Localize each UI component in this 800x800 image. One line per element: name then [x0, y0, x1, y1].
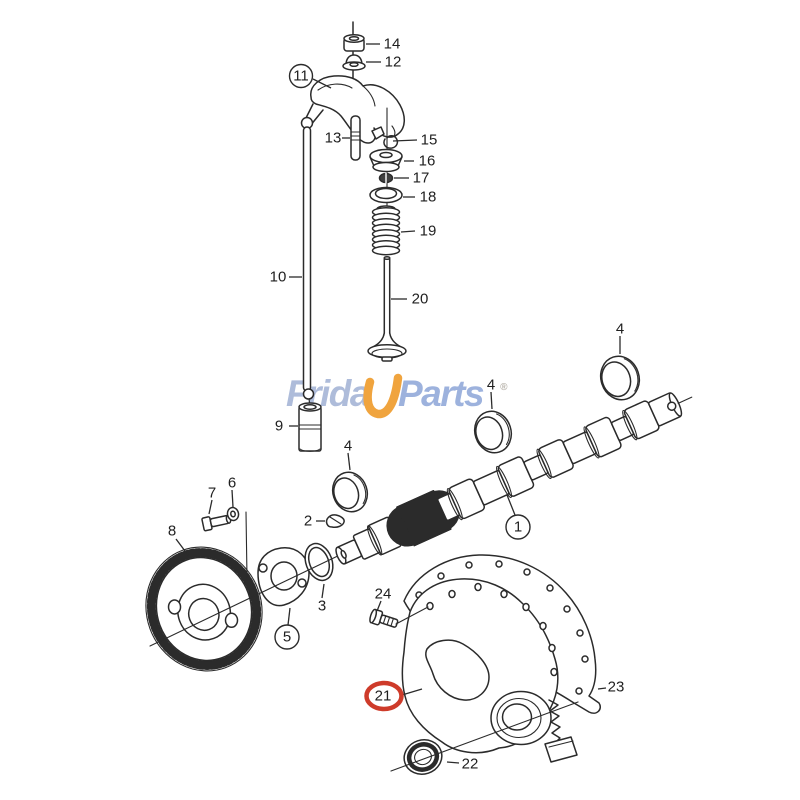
- part-label-4c: 4: [616, 321, 624, 338]
- part-13-adjust-screw: [350, 115, 361, 161]
- cover-axis-line: [390, 701, 579, 772]
- watermark-parts-text: Parts: [398, 373, 484, 414]
- part-label-16: 16: [419, 153, 436, 170]
- part-12-ball-seat: [342, 54, 366, 71]
- part-6-washer: [226, 506, 240, 522]
- leader-line: [597, 687, 607, 690]
- gear-teeth: [146, 548, 262, 670]
- callout-circle-11: [288, 63, 314, 89]
- part-19-valve-spring: [371, 205, 401, 256]
- callout-circle-5: [274, 624, 300, 650]
- part-22-oil-seal: [403, 739, 443, 775]
- leader-line: [347, 452, 351, 471]
- leader-line: [490, 391, 493, 410]
- part-label-10: 10: [270, 269, 287, 286]
- part-label-23: 23: [608, 679, 625, 696]
- part-label-1: 1: [514, 519, 522, 536]
- part-17-valve-keepers: [378, 172, 394, 184]
- highlight-ellipse-21: [364, 680, 404, 712]
- part-label-12: 12: [385, 54, 402, 71]
- part-label-15: 15: [421, 132, 438, 149]
- leader-line: [287, 607, 291, 626]
- callout-circle-1: [505, 514, 531, 540]
- part-label-13: 13: [325, 130, 342, 147]
- watermark: Frida Parts ®: [286, 373, 508, 419]
- part-2-woodruff-key: [325, 514, 345, 528]
- cover-opening: [425, 639, 490, 701]
- watermark-registered-mark: ®: [500, 382, 508, 393]
- part-11-rocker-arm: [303, 75, 405, 144]
- washer-leader-line: [245, 511, 248, 579]
- part-label-3: 3: [318, 598, 326, 615]
- leader-line: [376, 600, 382, 612]
- part-14-adjust-nut: [343, 33, 365, 52]
- leader-line: [321, 583, 325, 599]
- leader-lines: [175, 43, 621, 764]
- leader-line: [231, 489, 234, 508]
- part-label-20: 20: [412, 291, 429, 308]
- leader-line: [506, 494, 516, 516]
- callouts: 14 12 11 13 15 16 17 18 19 20 10 9 4 4 4…: [168, 36, 625, 773]
- part-label-7: 7: [208, 485, 216, 502]
- part-label-5: 5: [283, 629, 291, 646]
- part-20-valve: [367, 255, 407, 362]
- part-21-timing-cover: [401, 578, 578, 763]
- part-10-pushrod: [300, 116, 315, 400]
- part-label-22: 22: [462, 756, 479, 773]
- part-18-spring-seat: [369, 186, 403, 204]
- part-8-camshaft-gear: [145, 546, 263, 672]
- camshaft-gear-teeth: [386, 489, 462, 547]
- watermark-y-swoosh-icon: [363, 373, 403, 419]
- cover-bottom-tab: [544, 736, 578, 763]
- part-label-8: 8: [168, 523, 176, 540]
- part-15-valve-keeper-clip: [371, 126, 399, 149]
- part-label-2: 2: [304, 513, 312, 530]
- part-label-14: 14: [384, 36, 401, 53]
- part-24-cover-bolt: [369, 608, 399, 628]
- part-label-11: 11: [293, 68, 309, 85]
- part-label-19: 19: [420, 223, 437, 240]
- part-5-thrust-flange: [257, 547, 310, 607]
- bolt-leader-line: [395, 606, 429, 625]
- part-4-bearing-right: [599, 355, 641, 401]
- part-3-ring: [304, 542, 334, 582]
- leader-line: [392, 139, 418, 142]
- leader-line: [208, 499, 213, 515]
- leader-line: [401, 688, 423, 696]
- part-label-4b: 4: [487, 377, 495, 394]
- part-label-4a: 4: [344, 438, 352, 455]
- part-label-21: 21: [375, 688, 392, 705]
- part-4-bearing-middle: [473, 410, 513, 454]
- part-label-18: 18: [420, 189, 437, 206]
- leader-line: [400, 230, 416, 233]
- part-label-6: 6: [228, 475, 236, 492]
- part-label-24: 24: [375, 586, 392, 603]
- leader-line: [175, 538, 189, 556]
- leader-line: [312, 78, 332, 89]
- leader-line: [446, 761, 460, 764]
- gear-axis-line: [149, 552, 345, 647]
- part-1-camshaft: [335, 392, 693, 565]
- part-label-17: 17: [413, 170, 430, 187]
- part-9-tappet: [298, 398, 322, 452]
- part-4-bearing-left: [331, 471, 369, 513]
- part-label-9: 9: [275, 418, 283, 435]
- part-16-spring-retainer: [369, 148, 403, 173]
